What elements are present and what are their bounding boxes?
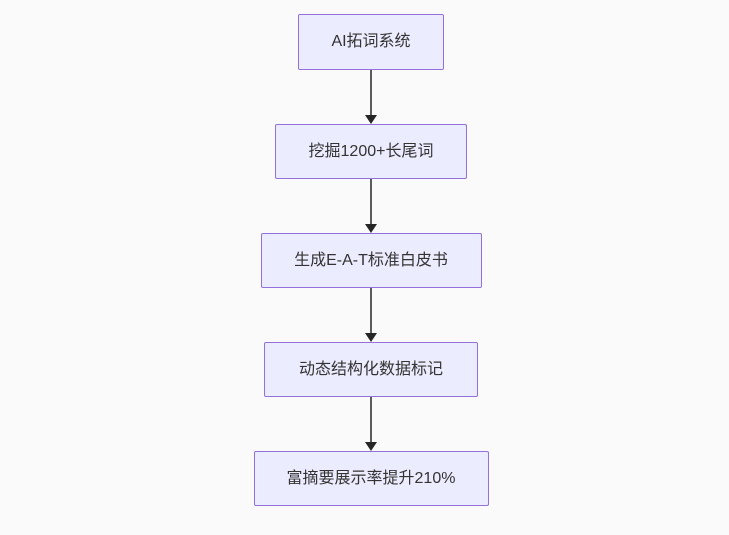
flow-edge-3-4: [365, 288, 377, 342]
arrowhead-down-icon: [365, 115, 377, 124]
node-label: AI拓词系统: [331, 33, 411, 50]
node-label: 挖掘1200+长尾词: [308, 142, 434, 160]
flow-edge-2-3: [365, 179, 377, 233]
node-label: 生成E-A-T标准白皮书: [294, 251, 448, 269]
flow-node-rich-snippet-result: 富摘要展示率提升210%: [253, 451, 489, 506]
edge-line: [370, 288, 372, 333]
arrowhead-down-icon: [365, 442, 377, 451]
flow-node-ai-keyword-system: AI拓词系统: [298, 14, 444, 70]
flow-edge-4-5: [365, 397, 377, 451]
flow-node-eat-whitepaper: 生成E-A-T标准白皮书: [260, 233, 482, 288]
flow-node-structured-data-markup: 动态结构化数据标记: [264, 342, 478, 397]
arrowhead-down-icon: [365, 224, 377, 233]
edge-line: [370, 70, 372, 115]
arrowhead-down-icon: [365, 333, 377, 342]
node-label: 富摘要展示率提升210%: [286, 469, 456, 487]
flow-edge-1-2: [365, 70, 377, 124]
edge-line: [370, 397, 372, 442]
flow-node-longtail-mining: 挖掘1200+长尾词: [275, 124, 467, 179]
node-label: 动态结构化数据标记: [298, 360, 443, 378]
edge-line: [370, 179, 372, 224]
